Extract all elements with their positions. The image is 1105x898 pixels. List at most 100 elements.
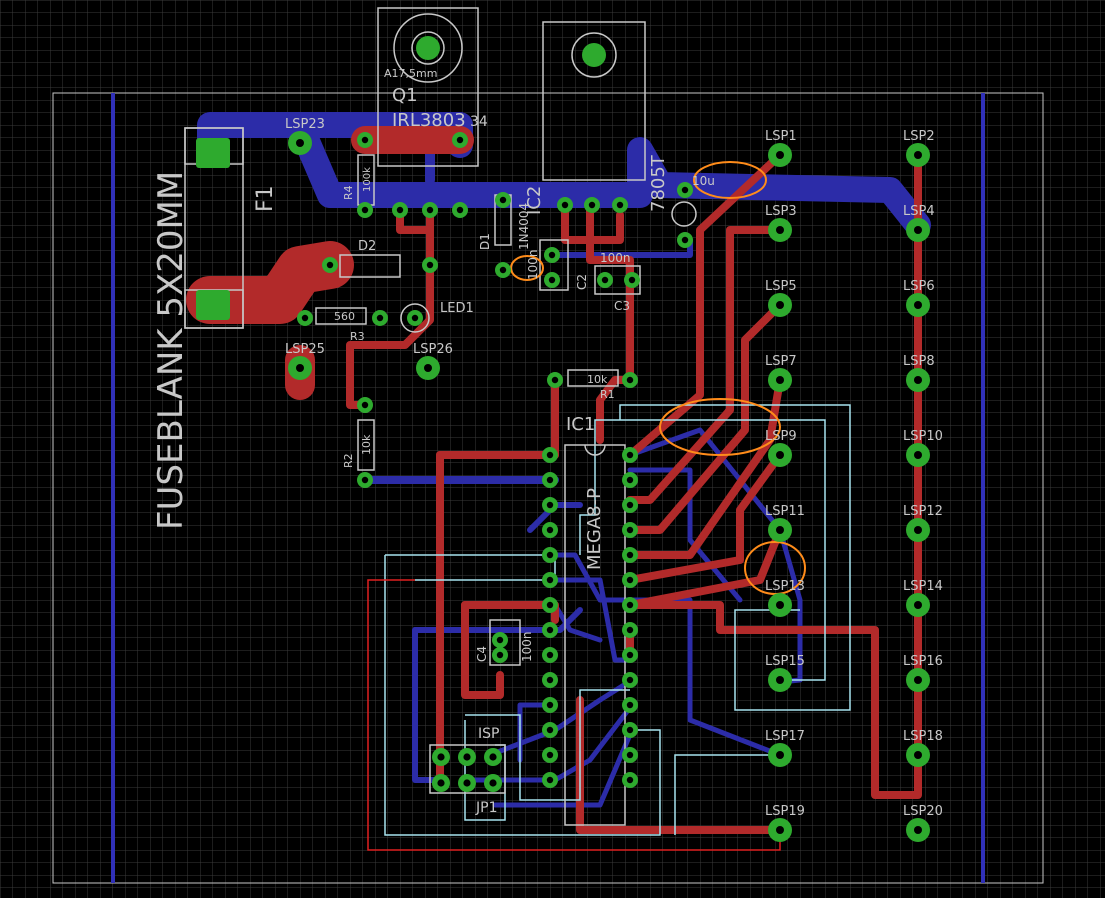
ic1-pin-left-hole <box>546 776 554 784</box>
top-copper <box>186 126 922 834</box>
component-pad-hole <box>628 276 636 284</box>
component-pad-hole <box>456 206 464 214</box>
lsp-label: LSP19 <box>765 804 805 819</box>
ic1-pin-right-hole <box>626 576 634 584</box>
lsp-pad-hole <box>424 364 432 372</box>
lsp-pad-hole <box>914 526 922 534</box>
r4-value: 100k <box>362 167 373 192</box>
lsp-pad-hole <box>914 226 922 234</box>
ic1-pin-left-hole <box>546 676 554 684</box>
isp-header-pin-hole <box>437 779 445 787</box>
lsp-label: LSP20 <box>903 804 943 819</box>
component-pad-hole <box>548 251 556 259</box>
lsp-pad-hole <box>914 676 922 684</box>
component-pad-hole <box>681 186 689 194</box>
isp-header-pin-hole <box>437 753 445 761</box>
lsp-pad-hole <box>914 301 922 309</box>
lsp-pad-hole <box>914 751 922 759</box>
lsp-label: LSP25 <box>285 342 325 357</box>
r1-label: R1 <box>600 388 615 401</box>
board-outline <box>52 92 1044 884</box>
r2-label: R2 <box>342 453 355 468</box>
lsp-label: LSP26 <box>413 342 453 357</box>
c1-value: 10u <box>692 174 715 188</box>
ic1-pin-left-hole <box>546 751 554 759</box>
ic1-pin-left-hole <box>546 701 554 709</box>
c3-value: 100n <box>600 251 631 265</box>
component-pad-hole <box>301 314 309 322</box>
component-pad-hole <box>588 201 596 209</box>
lsp-label: LSP6 <box>903 279 935 294</box>
lsp-pad-hole <box>776 451 784 459</box>
highlights <box>510 161 806 595</box>
component-pad-hole <box>626 376 634 384</box>
ic1-pin-right-hole <box>626 776 634 784</box>
lsp-pad-hole <box>914 376 922 384</box>
lsp-pad-hole <box>776 826 784 834</box>
ic1-pin-left-hole <box>546 576 554 584</box>
component-pad-hole <box>561 201 569 209</box>
component-pad-hole <box>326 261 334 269</box>
lsp-label: LSP18 <box>903 729 943 744</box>
pad-group <box>297 132 693 792</box>
isp-header-pin-hole <box>489 779 497 787</box>
component-pad-hole <box>496 636 504 644</box>
component-pads <box>196 36 606 320</box>
r1-value: 10k <box>587 373 608 386</box>
ic1-pin-right-hole <box>626 476 634 484</box>
ic1-pin-right-hole <box>626 626 634 634</box>
component-pad-hole <box>361 136 369 144</box>
lsp-label: LSP9 <box>765 429 797 444</box>
lsp-pad-hole <box>776 226 784 234</box>
ic2-value: 7805T <box>648 154 669 212</box>
lsp-label: LSP5 <box>765 279 797 294</box>
lsp-pad-hole <box>776 376 784 384</box>
component-pad-hole <box>396 206 404 214</box>
lsp-pad-hole <box>914 826 922 834</box>
ic1-pin-left-hole <box>546 476 554 484</box>
lsp-label: LSP8 <box>903 354 935 369</box>
ic1-pin-left-hole <box>546 551 554 559</box>
isp-header-pin-hole <box>489 753 497 761</box>
lsp-label: LSP17 <box>765 729 805 744</box>
lsp-label: LSP2 <box>903 129 935 144</box>
ic1-pin-left-hole <box>546 526 554 534</box>
ic1-pin-left-hole <box>546 651 554 659</box>
d1-label: D1 <box>478 233 492 250</box>
lsp-label: LSP14 <box>903 579 943 594</box>
component-pad-hole <box>499 266 507 274</box>
lsp-label: LSP1 <box>765 129 797 144</box>
led1-label: LED1 <box>440 301 474 316</box>
component-pad-hole <box>551 376 559 384</box>
component-pad-hole <box>361 206 369 214</box>
component-pad-hole <box>548 276 556 284</box>
lsp-label: LSP15 <box>765 654 805 669</box>
lsp-pad-hole <box>776 601 784 609</box>
c2-value: 100n <box>526 249 540 280</box>
ic1-pin-right-hole <box>626 676 634 684</box>
d2-label: D2 <box>358 239 376 254</box>
ic1-pin-left-hole <box>546 451 554 459</box>
component-pad-hole <box>456 136 464 144</box>
q1-pin: 34 <box>470 114 488 130</box>
ic1-pin-right-hole <box>626 451 634 459</box>
isp-header-pin-hole <box>463 779 471 787</box>
lsp-pad-hole <box>914 451 922 459</box>
lsp-label: LSP4 <box>903 204 935 219</box>
jp1-label: JP1 <box>475 800 497 816</box>
c4-label: C4 <box>475 646 489 662</box>
q1-package: A17,5mm <box>384 67 437 80</box>
lsp-pad-hole <box>776 151 784 159</box>
fuse-text: FUSEBLANK 5X20MM <box>151 171 191 530</box>
component-pad-hole <box>681 236 689 244</box>
r2-value: 10k <box>360 434 373 455</box>
component-pad-hole <box>361 401 369 409</box>
lsp-pad-hole <box>296 364 304 372</box>
ic1-pin-left-hole <box>546 501 554 509</box>
isp-label: ISP <box>478 726 499 742</box>
r4-label: R4 <box>342 185 355 200</box>
ic1-pin-right-hole <box>626 501 634 509</box>
